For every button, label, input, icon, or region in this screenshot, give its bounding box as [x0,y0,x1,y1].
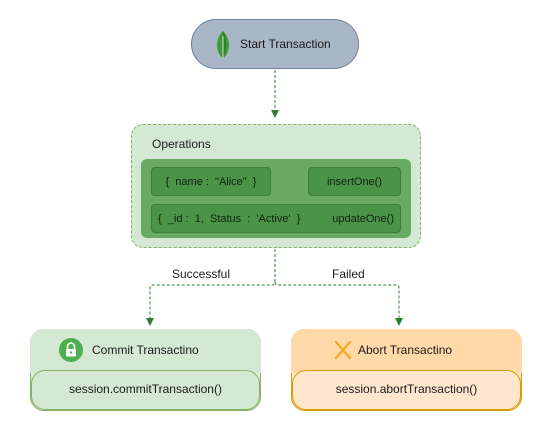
start-transaction-node: Start Transaction [191,19,359,69]
commit-body [31,370,260,410]
commit-code: session.commitTransaction() [69,382,222,396]
update-row: { _id : 1, Status : 'Active' } updateOne… [151,204,401,233]
leaf-icon [217,31,229,59]
document-update: { _id : 1, Status : 'Active' } [158,212,301,225]
edge-failed [274,281,403,326]
start-transaction-label: Start Transaction [240,37,331,51]
lock-icon [59,338,83,362]
abort-body [292,370,521,410]
abort-title: Abort Transactino [358,343,453,357]
x-icon [334,340,352,360]
document-alice-text: { name : "Alice" } [165,175,257,188]
edge-success [146,249,276,326]
operations-title: Operations [152,137,211,151]
successful-label: Successful [172,267,231,281]
insert-one-label: insertOne() [326,175,383,188]
abort-header [291,329,522,373]
abort-code: session.abortTransaction() [335,382,478,396]
failed-label: Failed [332,267,365,281]
commit-title: Commit Transactino [92,343,199,357]
update-one-label: updateOne() [332,212,394,225]
insert-one-op: insertOne() [308,167,401,196]
document-alice: { name : "Alice" } [151,167,271,196]
